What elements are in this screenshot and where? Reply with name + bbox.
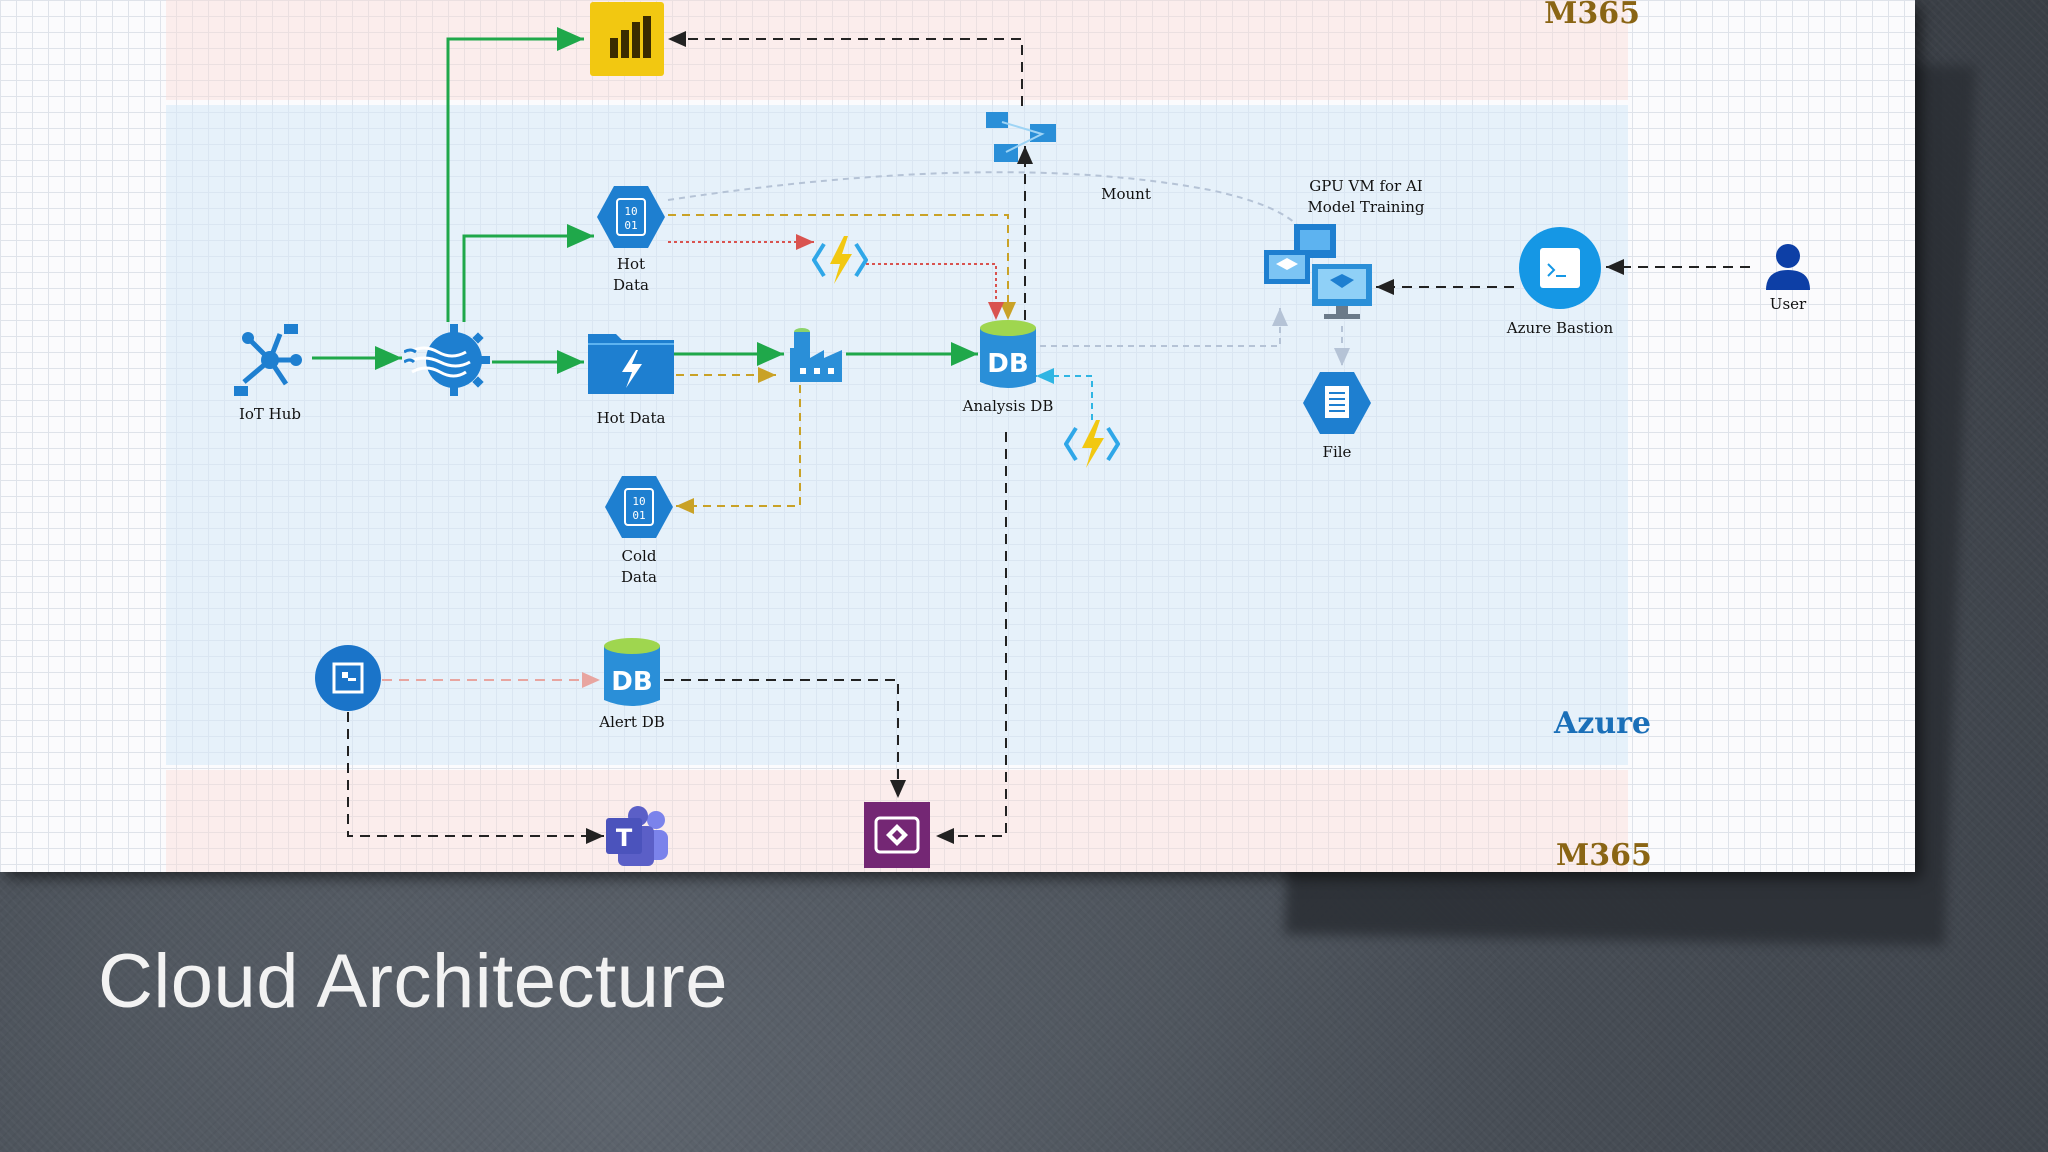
blob-cold-glyph: 10 01 (605, 476, 673, 538)
mount-line (667, 171, 1301, 229)
logic-glyph (315, 645, 381, 711)
teams-glyph: T (606, 806, 668, 866)
stream-analytics-icon[interactable] (403, 324, 490, 396)
power-bi-icon[interactable] (590, 2, 664, 76)
blob-cold-icon[interactable]: 10 01 (604, 474, 674, 540)
connectors (312, 27, 1750, 844)
alert-db-glyph: DB (604, 638, 660, 706)
svg-text:DB: DB (611, 667, 652, 697)
data-lake-icon[interactable] (586, 326, 676, 396)
power-apps-glyph (874, 816, 920, 854)
file-glyph (1303, 372, 1371, 434)
label-gpu-vm: GPU VM for AI Model Training (1307, 177, 1425, 216)
vm-glyph (1264, 224, 1372, 319)
label-cold-data: Cold Data (621, 547, 657, 586)
sql-db-icon[interactable]: DB (978, 318, 1038, 392)
bastion-glyph (1519, 227, 1601, 309)
alert-db-icon[interactable]: DB (602, 636, 662, 710)
label-azure-bastion: Azure Bastion (1506, 319, 1614, 337)
iot-hub-icon[interactable] (230, 320, 310, 400)
zone-label-azure: Azure (1554, 706, 1652, 741)
stream-analytics-glyph (403, 324, 490, 396)
zone-m365-top (166, 0, 1628, 100)
data-lake-glyph (588, 334, 674, 394)
vm-icon[interactable] (1262, 222, 1374, 322)
bastion-icon[interactable] (1518, 226, 1602, 310)
function-glyph (811, 236, 869, 284)
flow-function-to-db (866, 263, 1004, 320)
zone-label-m365-top: M365 (1544, 0, 1640, 31)
teams-icon[interactable]: T (604, 804, 670, 868)
svg-text:T: T (616, 824, 633, 852)
event-grid-icon[interactable] (984, 108, 1058, 164)
label-user: User (1769, 295, 1807, 313)
logic-icon[interactable] (314, 644, 382, 712)
flow-stream-to-hotblob (462, 224, 594, 322)
flow-function2-to-db (1036, 368, 1093, 420)
svg-text:10: 10 (632, 495, 645, 508)
flow-stream-to-powerbi (446, 27, 584, 322)
function-icon[interactable] (811, 234, 869, 286)
db-to-vm-line (1040, 308, 1288, 347)
flow-alertdb-to-powerapps (664, 679, 906, 798)
flow-hotblob-to-db (668, 214, 1016, 320)
svg-text:01: 01 (632, 509, 645, 522)
svg-text:DB: DB (987, 349, 1028, 379)
label-analysis-db: Analysis DB (962, 397, 1054, 415)
data-factory-glyph (790, 328, 842, 382)
label-hot-data-folder: Hot Data (596, 409, 666, 427)
function-icon-2[interactable] (1063, 418, 1121, 470)
blob-hot-glyph: 10 01 (597, 186, 665, 248)
event-grid-glyph (986, 112, 1056, 162)
data-factory-icon[interactable] (786, 324, 846, 384)
zone-label-m365-bottom: M365 (1556, 838, 1652, 872)
diagram-paper: M365 Azure M365 (0, 0, 1915, 872)
power-bi-glyph (610, 16, 651, 58)
flow-factory-to-cold (676, 385, 801, 514)
blob-hot-icon[interactable]: 10 01 (596, 184, 666, 250)
flow-eventgrid-to-powerbi (668, 31, 1023, 106)
power-apps-icon[interactable] (864, 802, 930, 868)
flow-db-to-powerapps (936, 432, 1007, 844)
label-file: File (1322, 443, 1352, 461)
function-glyph-2 (1063, 420, 1121, 468)
svg-text:10: 10 (624, 205, 637, 218)
svg-text:01: 01 (624, 219, 637, 232)
label-hot-data-blob: Hot Data (613, 255, 649, 294)
slide-title: Cloud Architecture (98, 939, 728, 1024)
file-icon[interactable] (1302, 370, 1372, 436)
label-mount: Mount (1101, 185, 1151, 203)
user-icon[interactable] (1764, 242, 1812, 292)
label-alert-db: Alert DB (599, 713, 665, 731)
flow-logic-to-teams (347, 712, 604, 844)
label-iot-hub: IoT Hub (238, 405, 302, 423)
iot-hub-glyph (234, 324, 302, 396)
analysis-db-glyph: DB (980, 320, 1036, 388)
user-glyph (1766, 244, 1810, 290)
